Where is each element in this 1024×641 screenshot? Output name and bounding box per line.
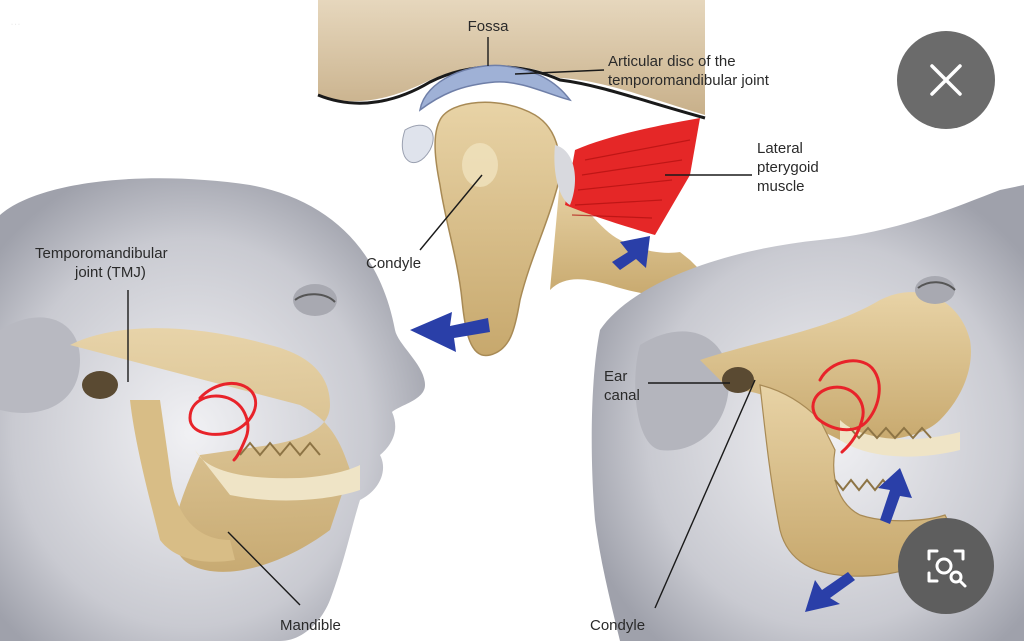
label-ear-canal-line2: canal	[604, 387, 640, 404]
label-articular-disc-line2: temporomandibular joint	[608, 72, 769, 89]
label-lateral-pterygoid-line2: pterygoid	[757, 159, 819, 176]
label-condyle-bottom: Condyle	[590, 617, 646, 634]
faint-background-text: …	[10, 16, 21, 28]
label-lateral-pterygoid-line3: muscle	[757, 178, 805, 195]
annotation-marks	[188, 359, 881, 462]
label-tmj-line2: joint (TMJ)	[75, 264, 146, 281]
annotation-mark-left	[188, 381, 258, 462]
label-mandible: Mandible	[280, 617, 341, 634]
up-arrow-center	[612, 236, 650, 270]
label-lateral-pterygoid-line1: Lateral	[757, 140, 803, 157]
label-fossa: Fossa	[467, 18, 509, 35]
label-ear-canal-line1: Ear	[604, 368, 628, 385]
leader-lines	[127, 37, 756, 609]
annotation-mark-right	[811, 359, 881, 454]
motion-arrows	[410, 236, 912, 612]
left-head-illustration	[0, 178, 425, 641]
forward-arrow-center	[410, 312, 490, 352]
label-tmj-line1: Temporomandibular	[35, 245, 168, 262]
close-icon	[930, 64, 962, 96]
label-articular-disc-line1: Articular disc of the	[608, 53, 736, 70]
close-button[interactable]	[897, 31, 995, 129]
center-condyle-illustration	[317, 0, 706, 357]
label-condyle-center: Condyle	[366, 255, 422, 272]
down-arrow-right	[805, 572, 855, 612]
up-arrow-right	[878, 468, 912, 524]
visual-search-icon	[927, 549, 967, 588]
visual-search-button[interactable]	[898, 518, 994, 614]
